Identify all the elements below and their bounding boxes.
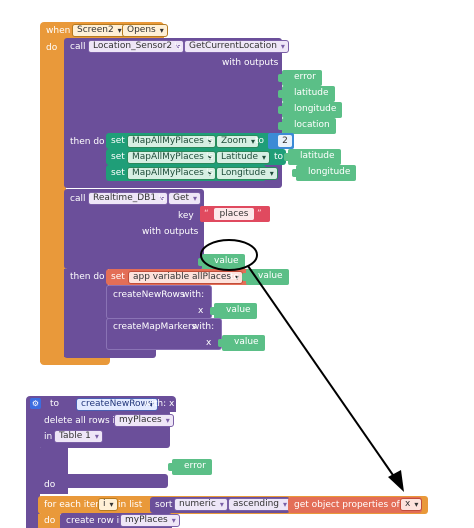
create-markers-label: createMapMarkers xyxy=(113,322,197,332)
annotation-arrowhead xyxy=(388,470,404,492)
set-zoom-property-dropdown[interactable]: Zoom xyxy=(216,135,259,148)
create-markers-arg: x xyxy=(206,338,212,348)
app-variable-dropdown[interactable]: app variable allPlaces xyxy=(128,271,244,284)
procedure-spine xyxy=(26,412,40,528)
set-lat-to-label: to xyxy=(274,152,284,162)
db-call-spine xyxy=(64,269,108,357)
delete-rows-label: delete all rows in xyxy=(44,416,121,426)
output-longitude[interactable]: longitude xyxy=(277,102,343,118)
delete-rows-component-dropdown[interactable]: myPlaces xyxy=(114,414,174,427)
key-string-value[interactable]: places xyxy=(214,208,254,220)
create-markers-with: with: xyxy=(192,322,215,332)
error-output-block[interactable]: error xyxy=(168,459,212,475)
sort-order-dropdown[interactable]: ascending xyxy=(228,498,292,511)
get-properties-object-dropdown[interactable]: x xyxy=(400,498,423,511)
annotation-arrow-line xyxy=(247,265,396,479)
procedure-to-label: to xyxy=(50,399,60,409)
create-markers-call-block[interactable] xyxy=(106,318,222,350)
procedure-name-field[interactable]: createNewRows xyxy=(76,398,158,411)
procedure-gear-icon[interactable]: ⚙ xyxy=(30,398,41,409)
loc-outputs-notch xyxy=(276,66,280,136)
delete-rows-in-label: in xyxy=(44,432,53,442)
create-rows-with: with: xyxy=(182,290,205,300)
longitude-value-block[interactable]: longitude xyxy=(291,165,357,181)
set-var-value-block[interactable]: value xyxy=(242,269,289,285)
loc-method-dropdown[interactable]: GetCurrentLocation xyxy=(184,40,289,53)
output-latitude[interactable]: latitude xyxy=(278,86,335,102)
event-block-spine xyxy=(40,40,66,362)
create-markers-value-block[interactable]: value xyxy=(218,335,265,351)
set-zoom-set-label: set xyxy=(111,136,125,146)
set-var-to-label: to xyxy=(230,272,240,282)
get-properties-block[interactable] xyxy=(288,497,422,513)
event-block-bottom xyxy=(40,355,110,365)
output-error[interactable]: error xyxy=(278,70,322,86)
db-component-dropdown[interactable]: Realtime_DB1 xyxy=(88,192,169,205)
loc-component-dropdown[interactable]: Location_Sensor2 xyxy=(88,40,185,53)
set-lon-property-dropdown[interactable]: Longitude xyxy=(216,167,278,180)
set-zoom-possessive: 's xyxy=(206,136,214,146)
event-name-dropdown[interactable]: Opens xyxy=(122,24,168,37)
set-lon-to-label: to xyxy=(282,168,292,178)
for-each-spine xyxy=(38,514,60,528)
db-call-label: call xyxy=(70,194,86,204)
for-each-do-label: do xyxy=(44,516,56,526)
event-component-dropdown[interactable]: Screen2 xyxy=(72,24,126,37)
set-lon-possessive: 's xyxy=(206,168,214,178)
db-possessive: 's xyxy=(158,194,166,204)
event-when-label: when xyxy=(46,26,71,36)
loc-with-outputs-label: with outputs xyxy=(222,58,279,68)
for-each-in-list: in list xyxy=(118,500,143,510)
key-close-quote: ” xyxy=(257,209,262,219)
db-output-value[interactable]: value xyxy=(198,254,245,270)
create-rows-value-block[interactable]: value xyxy=(210,303,257,319)
set-lat-component-dropdown[interactable]: MapAllMyPlaces xyxy=(127,151,216,164)
latitude-value-block[interactable]: latitude xyxy=(284,149,341,165)
db-then-do-label: then do xyxy=(70,272,105,282)
table-dropdown[interactable]: Table 1 xyxy=(54,430,103,443)
procedure-with-label: with: x xyxy=(144,399,175,409)
event-do-label: do xyxy=(46,43,58,53)
for-each-label: for each item xyxy=(44,500,105,510)
set-lat-set-label: set xyxy=(111,152,125,162)
sort-type-dropdown[interactable]: numeric xyxy=(174,498,228,511)
loc-then-do-label: then do xyxy=(70,137,105,147)
zoom-number-value[interactable]: 2 xyxy=(278,135,292,147)
sort-label: sort xyxy=(155,500,173,510)
procedure-do-label: do xyxy=(44,480,56,490)
create-rows-label: createNewRows xyxy=(113,290,185,300)
set-lat-possessive: 's xyxy=(206,152,214,162)
create-row-label: create row in xyxy=(66,516,125,526)
set-var-set-label: set xyxy=(111,272,125,282)
db-with-outputs-label: with outputs xyxy=(142,227,199,237)
set-lon-component-dropdown[interactable]: MapAllMyPlaces xyxy=(127,167,216,180)
set-zoom-component-dropdown[interactable]: MapAllMyPlaces xyxy=(127,135,216,148)
set-zoom-to-label: to xyxy=(255,136,265,146)
set-lat-property-dropdown[interactable]: Latitude xyxy=(216,151,271,164)
create-rows-call-block[interactable] xyxy=(106,285,212,319)
create-row-component-dropdown[interactable]: myPlaces xyxy=(120,514,180,527)
error-branch-block xyxy=(60,474,168,488)
set-lon-set-label: set xyxy=(111,168,125,178)
loc-call-label: call xyxy=(70,42,86,52)
db-key-label: key xyxy=(178,211,194,221)
loc-possessive: 's xyxy=(174,42,182,52)
key-open-quote: “ xyxy=(204,209,209,219)
for-each-var-field[interactable]: i xyxy=(98,498,118,511)
db-method-dropdown[interactable]: Get xyxy=(168,192,202,205)
create-rows-arg: x xyxy=(198,306,204,316)
get-properties-label: get object properties of xyxy=(294,500,400,510)
output-location[interactable]: location xyxy=(278,118,336,134)
